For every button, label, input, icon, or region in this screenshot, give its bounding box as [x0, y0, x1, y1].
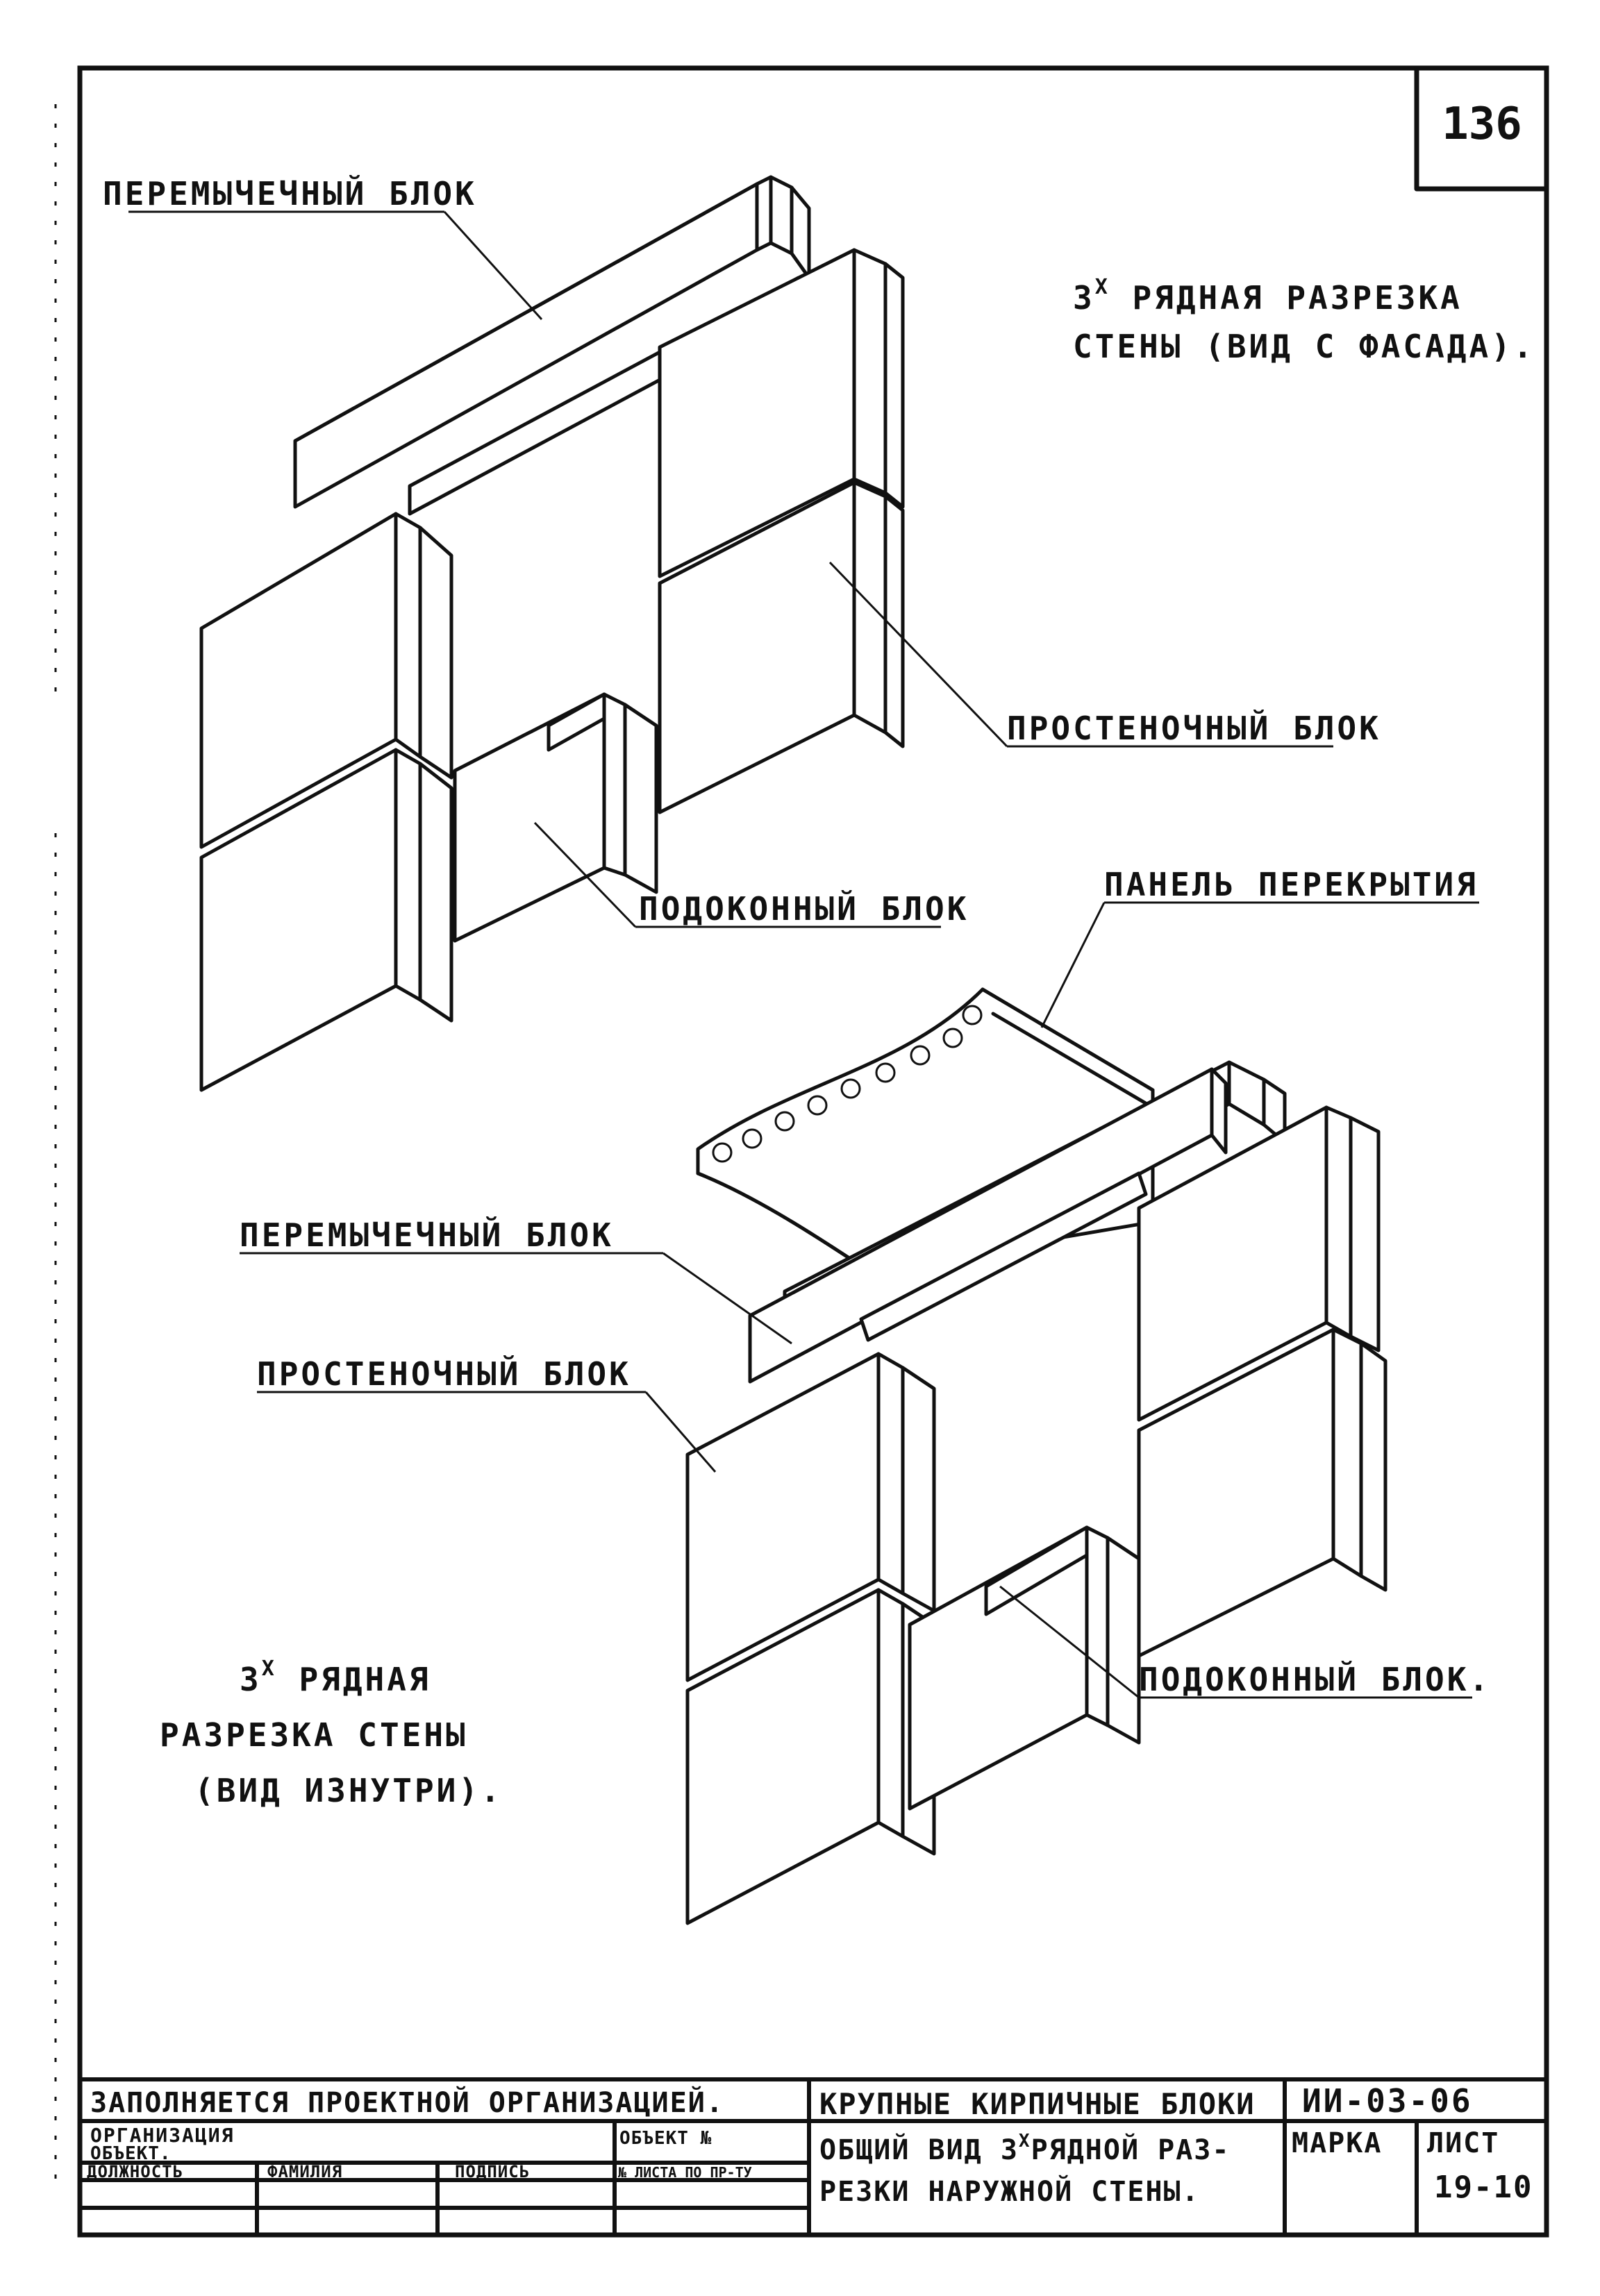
bottom-left-upper-pier-block: [685, 1352, 936, 1682]
mark-label: МАРКА: [1292, 2127, 1382, 2159]
title-block: ЗАПОЛНЯЕТСЯ ПРОЕКТНОЙ ОРГАНИЗАЦИЕЙ. ОРГА…: [78, 2077, 1549, 2237]
top-lintel-block: [293, 175, 811, 509]
top-label-sill-block: ПОДОКОННЫЙ БЛОК: [639, 890, 969, 928]
bottom-right-upper-pier-block: [1137, 1105, 1381, 1422]
bottom-view-title-line2: РАЗРЕЗКА СТЕНЫ: [160, 1716, 468, 1754]
top-left-lower-pier-block: [199, 748, 453, 1092]
bottom-assembly-drawing: [685, 987, 1388, 1925]
signature-column: ПОДПИСЬ: [455, 2162, 530, 2181]
top-leaders: [128, 210, 1333, 928]
filled-by-organization: ЗАПОЛНЯЕТСЯ ПРОЕКТНОЙ ОРГАНИЗАЦИЕЙ.: [90, 2086, 724, 2119]
bottom-label-floor-panel: ПАНЕЛЬ ПЕРЕКРЫТИЯ: [1104, 866, 1478, 903]
position-column: ДОЛЖНОСТЬ: [87, 2162, 183, 2181]
top-label-pier-block: ПРОСТЕНОЧНЫЙ БЛОК: [1007, 710, 1381, 747]
sheet-number-box: 136: [1414, 65, 1549, 192]
top-left-upper-pier-block: [199, 512, 453, 849]
series-code: ИИ-03-06: [1302, 2082, 1473, 2120]
sheet-value: 19-10: [1434, 2170, 1533, 2205]
bottom-lintel-block: [748, 1067, 1228, 1384]
product-title: КРУПНЫЕ КИРПИЧНЫЕ БЛОКИ: [819, 2087, 1256, 2121]
bottom-view-title-line3: (ВИД ИЗНУТРИ).: [194, 1772, 503, 1809]
bottom-view-title-line1: 3Х РЯДНАЯ: [240, 1657, 431, 1698]
hollow-cores: [712, 1005, 983, 1163]
top-view-title-line2: СТЕНЫ (ВИД С ФАСАДА).: [1073, 328, 1535, 365]
bottom-label-pier-block: ПРОСТЕНОЧНЫЙ БЛОК: [257, 1355, 631, 1393]
drawing-title-line1: ОБЩИЙ ВИД 3ХРЯДНОЙ РАЗ-: [819, 2131, 1230, 2166]
top-view-title-line1: 3Х РЯДНАЯ РАЗРЕЗКА: [1073, 275, 1462, 317]
sheet-in-project-column: № ЛИСТА ПО ПР-ТУ: [617, 2164, 752, 2181]
top-right-upper-pier-block: [658, 248, 905, 578]
sheet-label: ЛИСТ: [1427, 2127, 1499, 2159]
top-sill-block: [453, 692, 658, 943]
drawing-frame: [77, 65, 1549, 2238]
sheet-number: 136: [1442, 99, 1522, 150]
bottom-label-lintel-block: ПЕРЕМЫЧЕЧНЫЙ БЛОК: [240, 1216, 614, 1254]
bottom-sill-block: [908, 1525, 1141, 1811]
object-label: ОБЪЕКТ.: [90, 2143, 172, 2164]
bottom-right-lower-pier-block: [1137, 1327, 1388, 1658]
top-label-lintel-block: ПЕРЕМЫЧЕЧНЫЙ БЛОК: [103, 175, 477, 212]
drawing-title-line2: РЕЗКИ НАРУЖНОЙ СТЕНЫ.: [819, 2175, 1200, 2208]
surname-column: ФАМИЛИЯ: [267, 2162, 342, 2181]
top-right-lower-pier-block: [658, 480, 905, 814]
top-assembly-drawing: [199, 175, 905, 1092]
organization-label: ОРГАНИЗАЦИЯ: [90, 2124, 234, 2147]
bottom-label-sill-block: ПОДОКОННЫЙ БЛОК.: [1139, 1661, 1491, 1698]
bottom-leaders: [240, 901, 1479, 1699]
object-number-label: ОБЪЕКТ №: [619, 2128, 712, 2149]
